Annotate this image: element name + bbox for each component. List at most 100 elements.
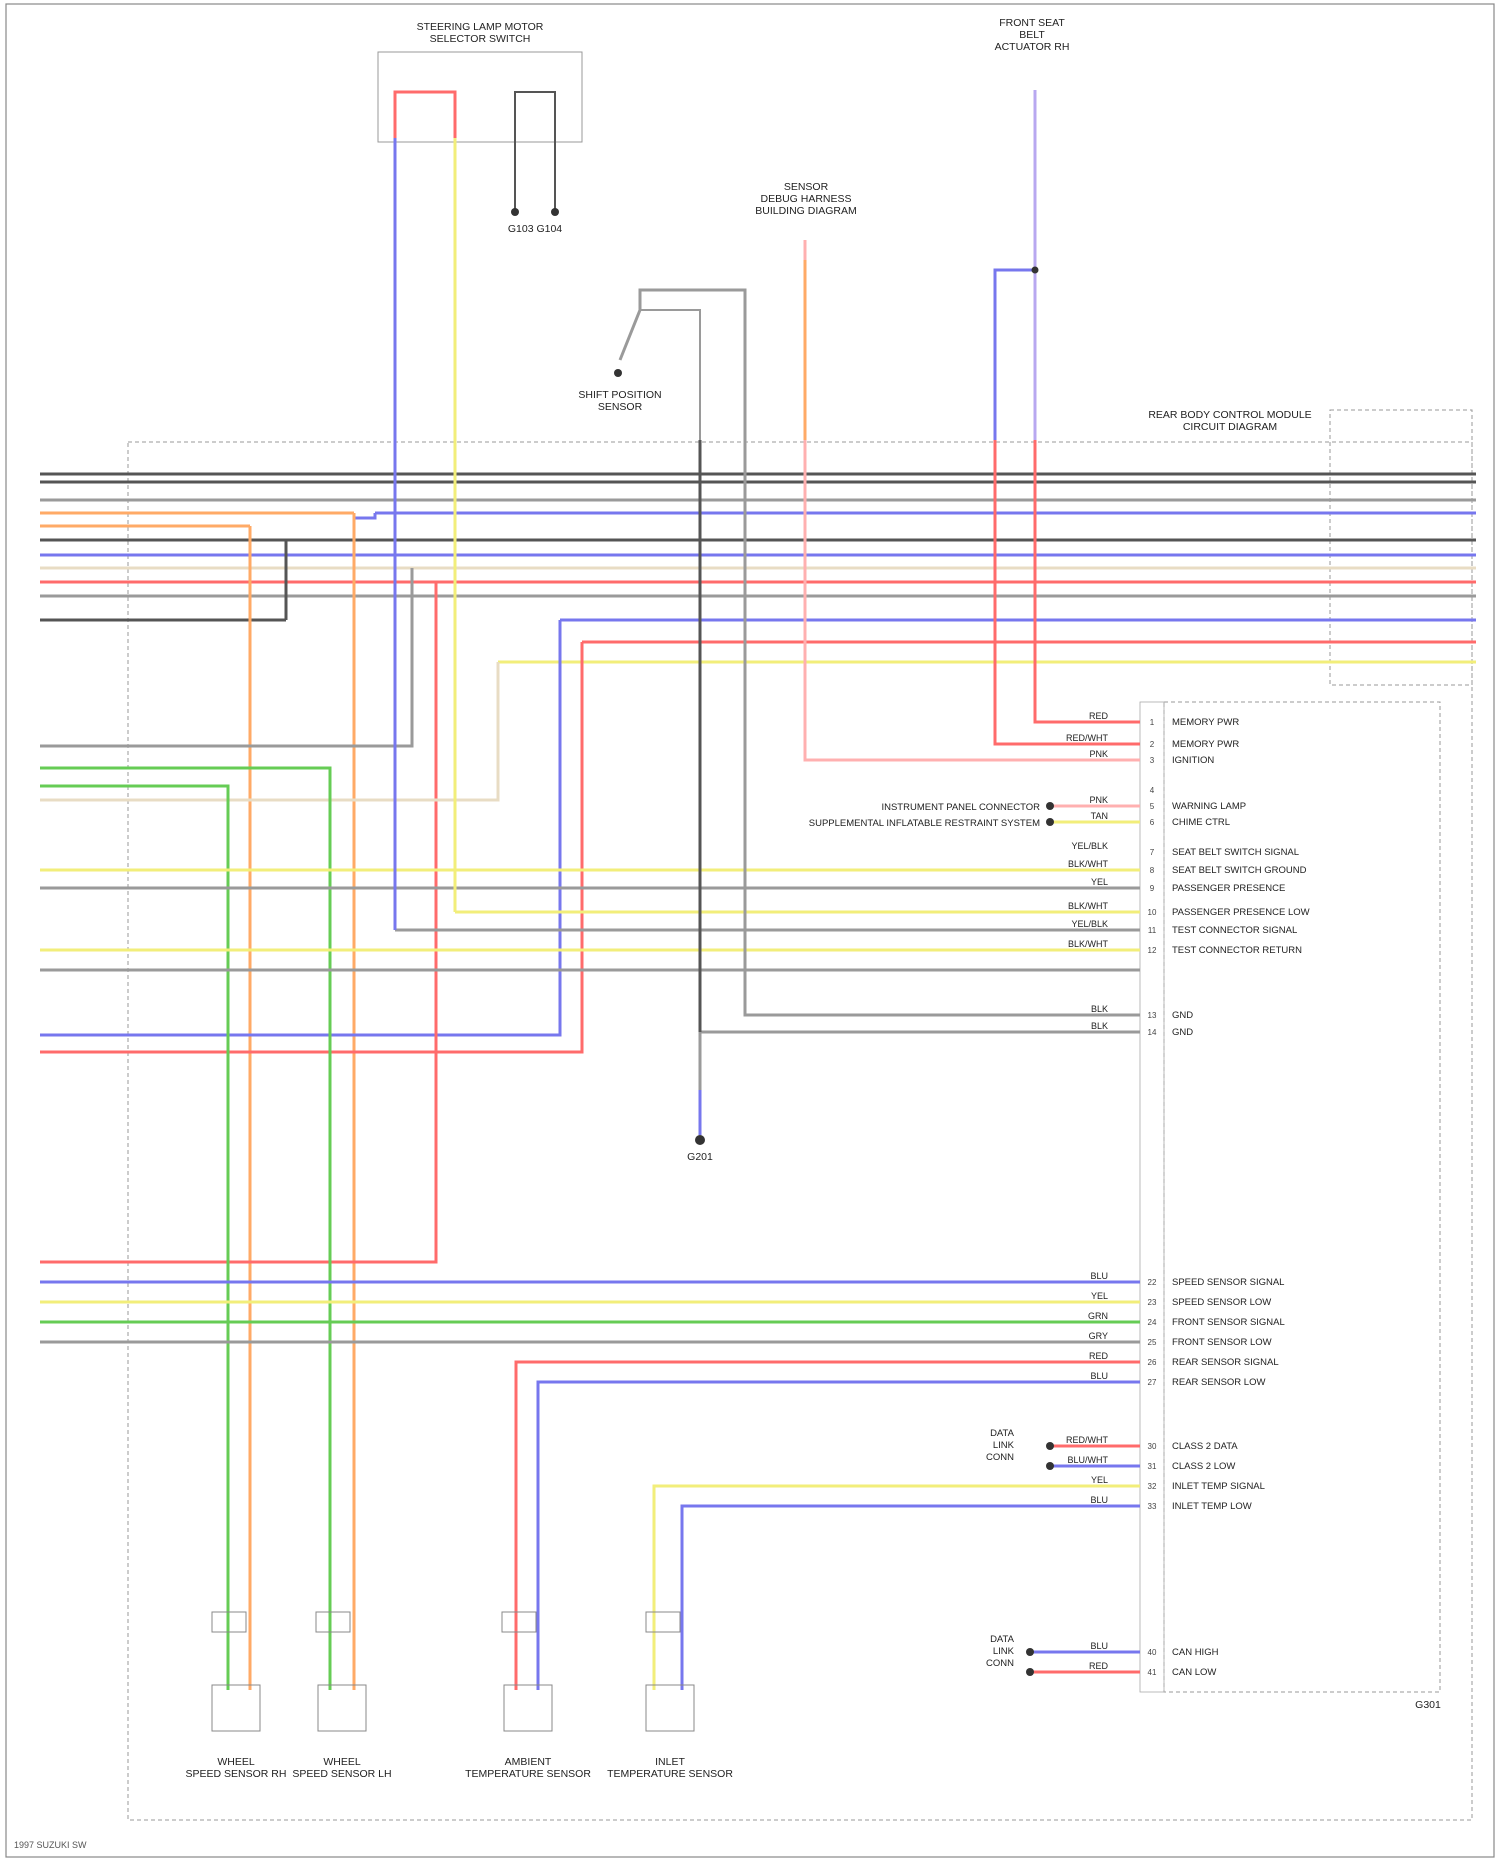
function-label: PASSENGER PRESENCE <box>1172 883 1285 894</box>
right-connector-region <box>1330 410 1472 685</box>
function-label: GND <box>1172 1010 1193 1021</box>
function-wire-color: RED/WHT <box>1066 733 1108 743</box>
side-label-ip-connector: INSTRUMENT PANEL CONNECTOR <box>881 802 1040 813</box>
function-wire-color: BLU <box>1090 1495 1108 1505</box>
function-pin-number: 7 <box>1150 848 1155 857</box>
function-pin-number: 40 <box>1148 1648 1157 1657</box>
function-label: SPEED SENSOR SIGNAL <box>1172 1277 1284 1288</box>
function-pin-number: 9 <box>1150 884 1155 893</box>
function-wire-color: BLU <box>1090 1641 1108 1651</box>
function-label: SEAT BELT SWITCH GROUND <box>1172 865 1307 876</box>
function-wire-color: PNK <box>1089 795 1108 805</box>
function-wire-color: RED <box>1089 1661 1109 1671</box>
function-pin-number: 8 <box>1150 866 1155 875</box>
function-wire-color: BLU/WHT <box>1068 1455 1109 1465</box>
function-label: CHIME CTRL <box>1172 817 1230 828</box>
function-wire-color: YEL <box>1091 1475 1108 1485</box>
function-wire-color: BLU <box>1090 1371 1108 1381</box>
function-wire-color: BLU <box>1090 1271 1108 1281</box>
bus-wires <box>40 474 1476 662</box>
function-pin-number: 26 <box>1148 1358 1157 1367</box>
function-label: FRONT SENSOR LOW <box>1172 1337 1272 1348</box>
function-label: CLASS 2 LOW <box>1172 1461 1235 1472</box>
function-label: CLASS 2 DATA <box>1172 1441 1238 1452</box>
function-label: INLET TEMP SIGNAL <box>1172 1481 1265 1492</box>
function-label: GND <box>1172 1027 1193 1038</box>
function-pin-number: 30 <box>1148 1442 1157 1451</box>
function-pin-number: 2 <box>1150 740 1155 749</box>
function-label: SEAT BELT SWITCH SIGNAL <box>1172 847 1299 858</box>
function-pin-number: 12 <box>1148 946 1157 955</box>
function-label: CAN HIGH <box>1172 1647 1219 1658</box>
function-label: CAN LOW <box>1172 1667 1216 1678</box>
side-label-sir-system: SUPPLEMENTAL INFLATABLE RESTRAINT SYSTEM <box>809 818 1040 829</box>
right-top-wires <box>995 90 1140 744</box>
function-pin-number: 22 <box>1148 1278 1157 1287</box>
function-wire-color: BLK/WHT <box>1068 901 1109 911</box>
function-wire-color: RED <box>1089 711 1109 721</box>
function-label: MEMORY PWR <box>1172 739 1239 750</box>
function-pin-number: 32 <box>1148 1482 1157 1491</box>
function-wire-color: YEL <box>1091 877 1108 887</box>
function-label: REAR SENSOR LOW <box>1172 1377 1265 1388</box>
function-pin-number: 24 <box>1148 1318 1157 1327</box>
center-wires <box>614 240 1140 1145</box>
function-wire-color: BLK/WHT <box>1068 939 1109 949</box>
function-wire-color: BLK <box>1091 1004 1108 1014</box>
function-label: SPEED SENSOR LOW <box>1172 1297 1271 1308</box>
function-wire-color: YEL <box>1091 1291 1108 1301</box>
function-pin-number: 41 <box>1148 1668 1157 1677</box>
function-wire-color: GRN <box>1088 1311 1108 1321</box>
function-pin-number: 6 <box>1150 818 1155 827</box>
footer-text: 1997 SUZUKI SW <box>14 1840 87 1850</box>
function-label: INLET TEMP LOW <box>1172 1501 1252 1512</box>
function-pin-number: 5 <box>1150 802 1155 811</box>
green-wires <box>40 768 330 1690</box>
sensor-connectors <box>212 1612 694 1731</box>
bottom-wires <box>516 802 1140 1690</box>
function-wire-color: TAN <box>1091 811 1108 821</box>
function-label: IGNITION <box>1172 755 1214 766</box>
function-pin-number: 33 <box>1148 1502 1157 1511</box>
function-wire-color: RED/WHT <box>1066 1435 1108 1445</box>
top-switch-wires <box>395 92 559 930</box>
function-pin-number: 13 <box>1148 1011 1157 1020</box>
ground-top-label: G103 G104 <box>508 223 562 235</box>
function-pin-number: 4 <box>1150 786 1155 795</box>
function-wire-color: BLK <box>1091 1021 1108 1031</box>
function-wire-color: GRY <box>1089 1331 1108 1341</box>
function-label: REAR SENSOR SIGNAL <box>1172 1357 1279 1368</box>
function-pin-number: 10 <box>1148 908 1157 917</box>
function-wire-color: RED <box>1089 1351 1109 1361</box>
function-pin-number: 25 <box>1148 1338 1157 1347</box>
function-wire-color: BLK/WHT <box>1068 859 1109 869</box>
function-pin-number: 23 <box>1148 1298 1157 1307</box>
function-label: TEST CONNECTOR SIGNAL <box>1172 925 1297 936</box>
function-wire-color: YEL/BLK <box>1071 919 1108 929</box>
function-label: PASSENGER PRESENCE LOW <box>1172 907 1310 918</box>
ground-right-label: G301 <box>1415 1699 1441 1711</box>
ground-center-label: G201 <box>687 1151 713 1163</box>
function-pin-number: 11 <box>1148 926 1157 935</box>
function-label: MEMORY PWR <box>1172 717 1239 728</box>
bus-risers <box>40 513 582 1690</box>
function-feeds <box>40 870 1140 1342</box>
function-label: TEST CONNECTOR RETURN <box>1172 945 1302 956</box>
function-wire-color: PNK <box>1089 749 1108 759</box>
function-wire-color: YEL/BLK <box>1071 841 1108 851</box>
function-pin-number: 1 <box>1150 718 1155 727</box>
